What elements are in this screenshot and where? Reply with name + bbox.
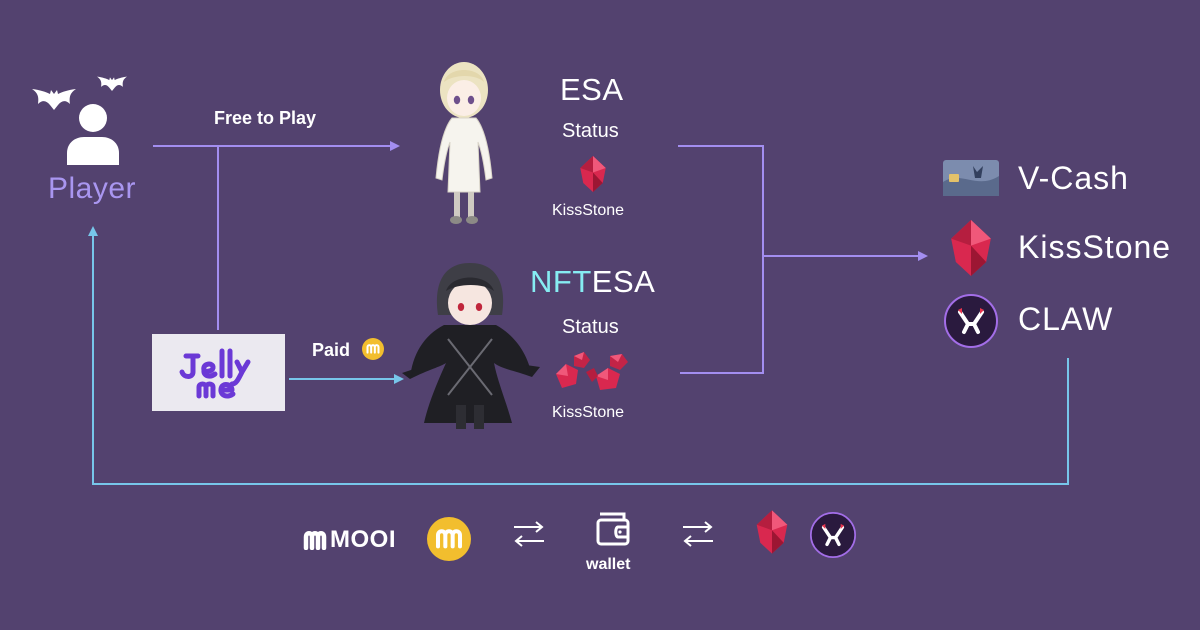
- mooi-coin-icon: [427, 517, 471, 561]
- user-icon: [67, 104, 119, 165]
- merge-connector: [678, 145, 764, 374]
- free-to-play-label: Free to Play: [214, 108, 317, 128]
- bat-icon: [32, 89, 76, 110]
- reward-label-vcash: V-Cash: [1018, 160, 1129, 196]
- reward-label-claw: CLAW: [1018, 301, 1114, 337]
- return-loop-arrow: [88, 226, 1069, 485]
- exchange-arrows-icon: [683, 521, 713, 547]
- jellyme-logo: [152, 334, 285, 411]
- mooi-label: MOOI: [330, 526, 396, 553]
- bat-icon: [97, 76, 127, 91]
- cluster-gem: [586, 368, 598, 382]
- gem-icon: [951, 220, 991, 276]
- player-label: Player: [48, 172, 137, 205]
- mooi-coin-icon: [362, 338, 384, 360]
- claw-coin-icon: [944, 294, 998, 348]
- esa-kissstone-label: KissStone: [552, 202, 625, 219]
- cluster-gem: [556, 364, 578, 388]
- esa-status-label: Status: [562, 120, 619, 142]
- gem-icon: [756, 510, 788, 554]
- nft-esa-status-label: Status: [562, 316, 619, 338]
- esa-title: ESA: [560, 72, 624, 107]
- exchange-arrows-icon: [514, 521, 544, 547]
- cluster-gem: [574, 352, 590, 368]
- wallet-icon: [596, 512, 630, 546]
- reward-label-kissstone: KissStone: [1018, 229, 1172, 265]
- mooi-logo-icon: [303, 531, 327, 550]
- kissstone-gem-icon: [580, 156, 606, 192]
- esa-suffix: ESA: [591, 264, 656, 299]
- paid-label: Paid: [312, 340, 351, 360]
- nft-esa-kissstone-label: KissStone: [552, 404, 625, 421]
- cluster-gem: [610, 354, 628, 370]
- card-icon: [943, 160, 999, 196]
- kissstone-cluster-icon: [556, 352, 628, 390]
- esa-character-image: [435, 62, 493, 224]
- wallet-label: wallet: [586, 556, 631, 573]
- cluster-gem: [596, 368, 620, 390]
- claw-coin-icon: [810, 512, 856, 558]
- nft-prefix: NFT: [530, 264, 592, 299]
- nft-esa-character-image: [402, 263, 540, 429]
- nft-esa-title: NFTESA: [530, 264, 655, 300]
